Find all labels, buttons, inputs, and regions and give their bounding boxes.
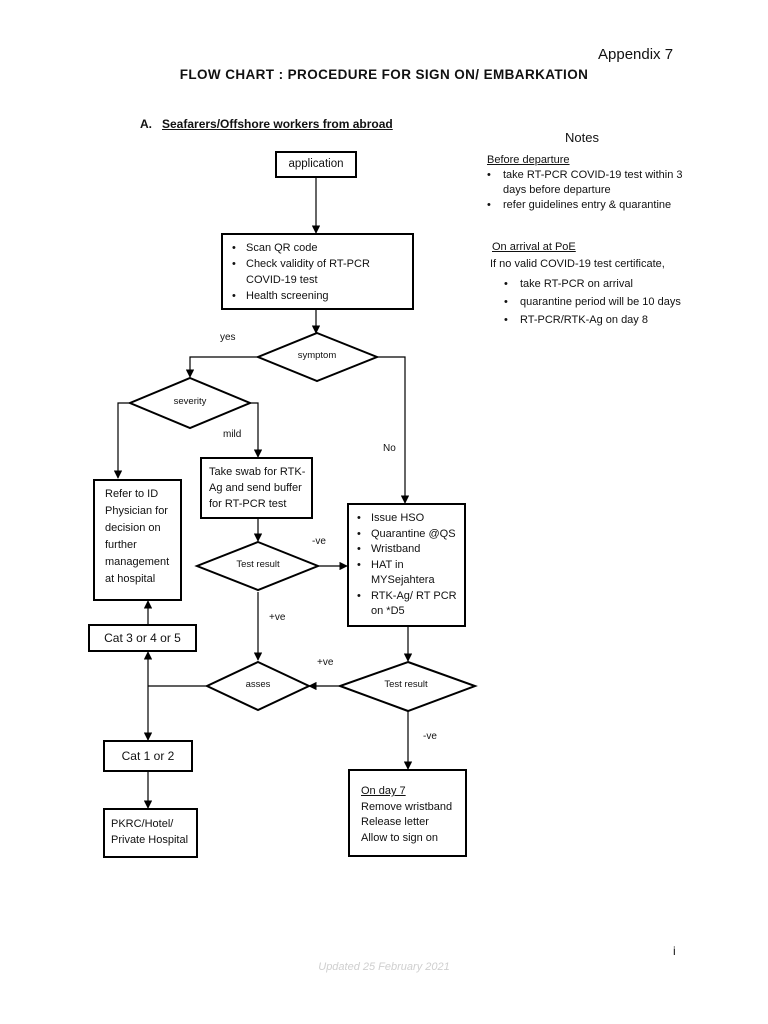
notes-heading: Notes xyxy=(565,130,599,145)
severity-label: severity xyxy=(173,396,207,407)
notes-on-arrival: On arrival at PoE If no valid COVID-19 t… xyxy=(490,240,692,329)
page-number: i xyxy=(673,944,676,958)
severity-diamond xyxy=(127,376,253,430)
updated-footer: Updated 25 February 2021 xyxy=(318,961,450,973)
issue-item: HAT in MYSejahtera xyxy=(357,558,460,589)
screening-box: Scan QR code Check validity of RT-PCR CO… xyxy=(221,233,414,310)
note-item: RT-PCR/RTK-Ag on day 8 xyxy=(504,311,692,329)
edge-label-yes: yes xyxy=(220,332,236,343)
on-arrival-intro: If no valid COVID-19 test certificate, xyxy=(490,258,665,270)
edge-label-mild: mild xyxy=(223,429,242,440)
application-box: application xyxy=(275,151,357,178)
edge-severity-swab xyxy=(250,402,263,458)
asses-label: asses xyxy=(245,679,271,690)
edge-label-pos-2: +ve xyxy=(317,657,334,668)
edge-label-neg-1: -ve xyxy=(312,536,326,547)
test-result-diamond-2 xyxy=(337,660,478,713)
day-7-line: Release letter xyxy=(361,816,429,828)
issue-hso-box: Issue HSO Quarantine @QS Wristband HAT i… xyxy=(347,503,466,627)
section-letter: A. xyxy=(140,117,152,131)
issue-item: RTK-Ag/ RT PCR on *D5 xyxy=(357,589,460,620)
section-title: Seafarers/Offshore workers from abroad xyxy=(162,117,393,131)
day-7-line: Allow to sign on xyxy=(361,831,439,844)
issue-item: Quarantine @QS xyxy=(357,527,460,543)
note-item: quarantine period will be 10 days xyxy=(504,293,692,311)
edge-label-no: No xyxy=(383,443,396,454)
cat-3-4-5-box: Cat 3 or 4 or 5 xyxy=(88,624,197,652)
test-result-label-2: Test result xyxy=(384,679,428,690)
issue-item: Wristband xyxy=(357,542,460,558)
day-7-title: On day 7 xyxy=(361,785,406,797)
test-result-diamond-1 xyxy=(194,540,321,592)
cat-1-2-box: Cat 1 or 2 xyxy=(103,740,193,772)
on-arrival-title: On arrival at PoE xyxy=(492,241,576,253)
note-item: refer guidelines entry & quarantine xyxy=(487,198,687,213)
symptom-diamond xyxy=(255,331,380,383)
test-result-label-1: Test result xyxy=(236,559,280,570)
screening-item: Scan QR code xyxy=(232,240,406,256)
appendix-label: Appendix 7 xyxy=(598,46,674,63)
edge-symptom-issue xyxy=(377,356,410,504)
issue-item: Issue HSO xyxy=(357,511,460,527)
page-title: FLOW CHART : PROCEDURE FOR SIGN ON/ EMBA… xyxy=(179,67,589,82)
screening-item: Check validity of RT-PCR COVID-19 test xyxy=(232,256,406,288)
before-departure-title: Before departure xyxy=(487,154,570,166)
refer-id-box: Refer to ID Physician for decision on fu… xyxy=(93,479,182,601)
edge-severity-refer xyxy=(113,402,130,479)
notes-before-departure: Before departure take RT-PCR COVID-19 te… xyxy=(487,153,687,213)
note-item: take RT-PCR COVID-19 test within 3 days … xyxy=(487,168,687,198)
screening-item: Health screening xyxy=(232,288,406,304)
edge-label-neg-2: -ve xyxy=(423,731,437,742)
note-item: take RT-PCR on arrival xyxy=(504,275,692,293)
edge-symptom-severity xyxy=(185,356,258,378)
day-7-line: Remove wristband xyxy=(361,800,453,813)
day-7-box: On day 7 Remove wristband Release letter… xyxy=(348,769,467,857)
take-swab-box: Take swab for RTK-Ag and send buffer for… xyxy=(200,457,313,519)
edge-label-pos-1: +ve xyxy=(269,612,286,623)
asses-diamond xyxy=(204,660,312,712)
symptom-label: symptom xyxy=(297,350,337,361)
pkrc-box: PKRC/Hotel/ Private Hospital xyxy=(103,808,198,858)
section-heading: A. Seafarers/Offshore workers from abroad xyxy=(140,117,393,131)
